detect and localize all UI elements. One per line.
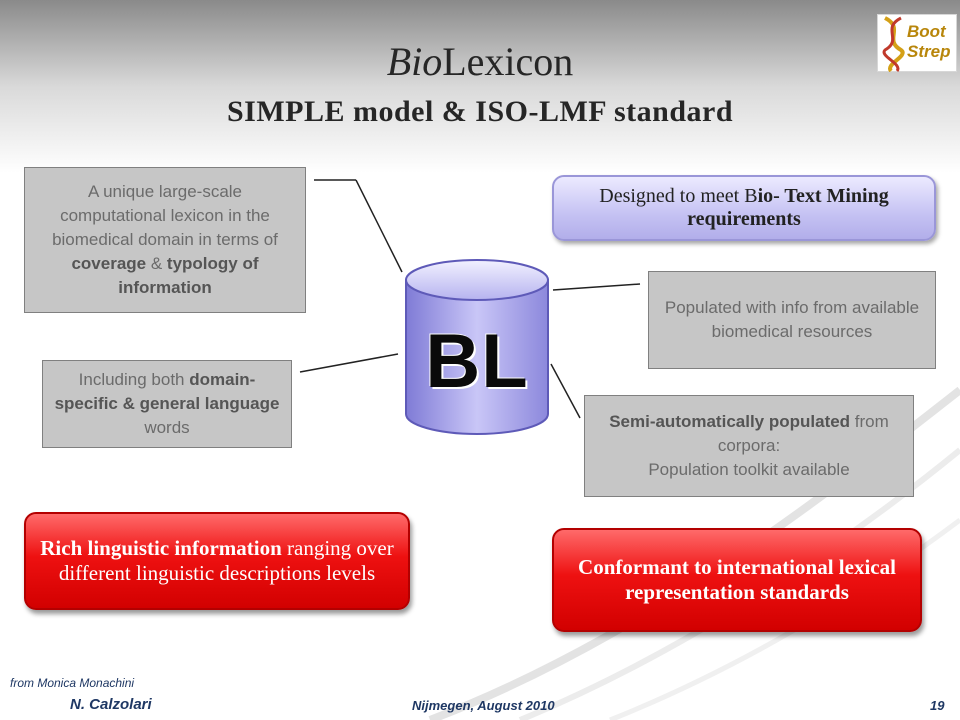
box-biotm-bold: io- Text Mining requirements: [687, 185, 889, 230]
box-domain-general: Including both domain-specific & general…: [42, 360, 292, 448]
box-semi-automatic-text-2: Population toolkit available: [648, 460, 850, 479]
title-rest: Lexicon: [442, 39, 574, 84]
logo-text-line1: Boot: [907, 22, 946, 41]
box-conformant-standards: Conformant to international lexical repr…: [552, 528, 922, 632]
box-biotm-requirements: Designed to meet Bio- Text Mining requir…: [552, 175, 936, 241]
box-semi-automatic: Semi-automatically populated from corpor…: [584, 395, 914, 497]
box-populated-resources: Populated with info from available biome…: [648, 271, 936, 369]
box-domain-general-text-1: Including both: [78, 370, 190, 389]
box-domain-general-text-2: words: [144, 418, 190, 437]
slide-number: 19: [930, 698, 945, 713]
box-unique-lexicon-text-1: A unique large-scale computational lexic…: [52, 182, 278, 249]
title-italic-part: Bio: [386, 39, 443, 84]
slide-subtitle: SIMPLE model & ISO-LMF standard: [226, 95, 734, 128]
box-rich-linguistic: Rich linguistic information ranging over…: [24, 512, 410, 610]
box-domain-general-bold: domain-specific & general language: [54, 370, 280, 413]
database-cylinder-icon: [405, 259, 549, 435]
footer-place-date: Nijmegen, August 2010: [412, 698, 555, 713]
box-unique-lexicon: A unique large-scale computational lexic…: [24, 167, 306, 313]
bootstrep-logo: Boot Strep: [877, 14, 957, 72]
footer-source: from Monica Monachini: [10, 676, 135, 690]
center-label: BL: [425, 319, 529, 404]
box-conformant-standards-bold: Conformant to international lexical repr…: [578, 555, 896, 604]
box-unique-lexicon-text-2: &: [146, 254, 167, 273]
box-semi-automatic-text-1: from corpora:: [717, 412, 889, 455]
footer-author: N. Calzolari: [70, 696, 152, 713]
slide-title: BioLexicon: [0, 38, 960, 85]
box-unique-lexicon-bold-2: typology of information: [118, 254, 259, 297]
logo-text: Boot Strep: [907, 22, 950, 62]
box-rich-linguistic-text: ranging over different linguistic descri…: [58, 536, 394, 585]
box-populated-resources-text: Populated with info from available biome…: [664, 298, 920, 341]
box-unique-lexicon-bold-1: coverage: [71, 254, 147, 273]
box-semi-automatic-bold: Semi-automatically populated: [609, 412, 851, 431]
box-rich-linguistic-bold: Rich linguistic information: [40, 536, 282, 560]
logo-text-line2: Strep: [907, 42, 951, 61]
dna-helix-icon: [882, 16, 905, 72]
box-biotm-text: Designed to meet B: [599, 185, 758, 207]
